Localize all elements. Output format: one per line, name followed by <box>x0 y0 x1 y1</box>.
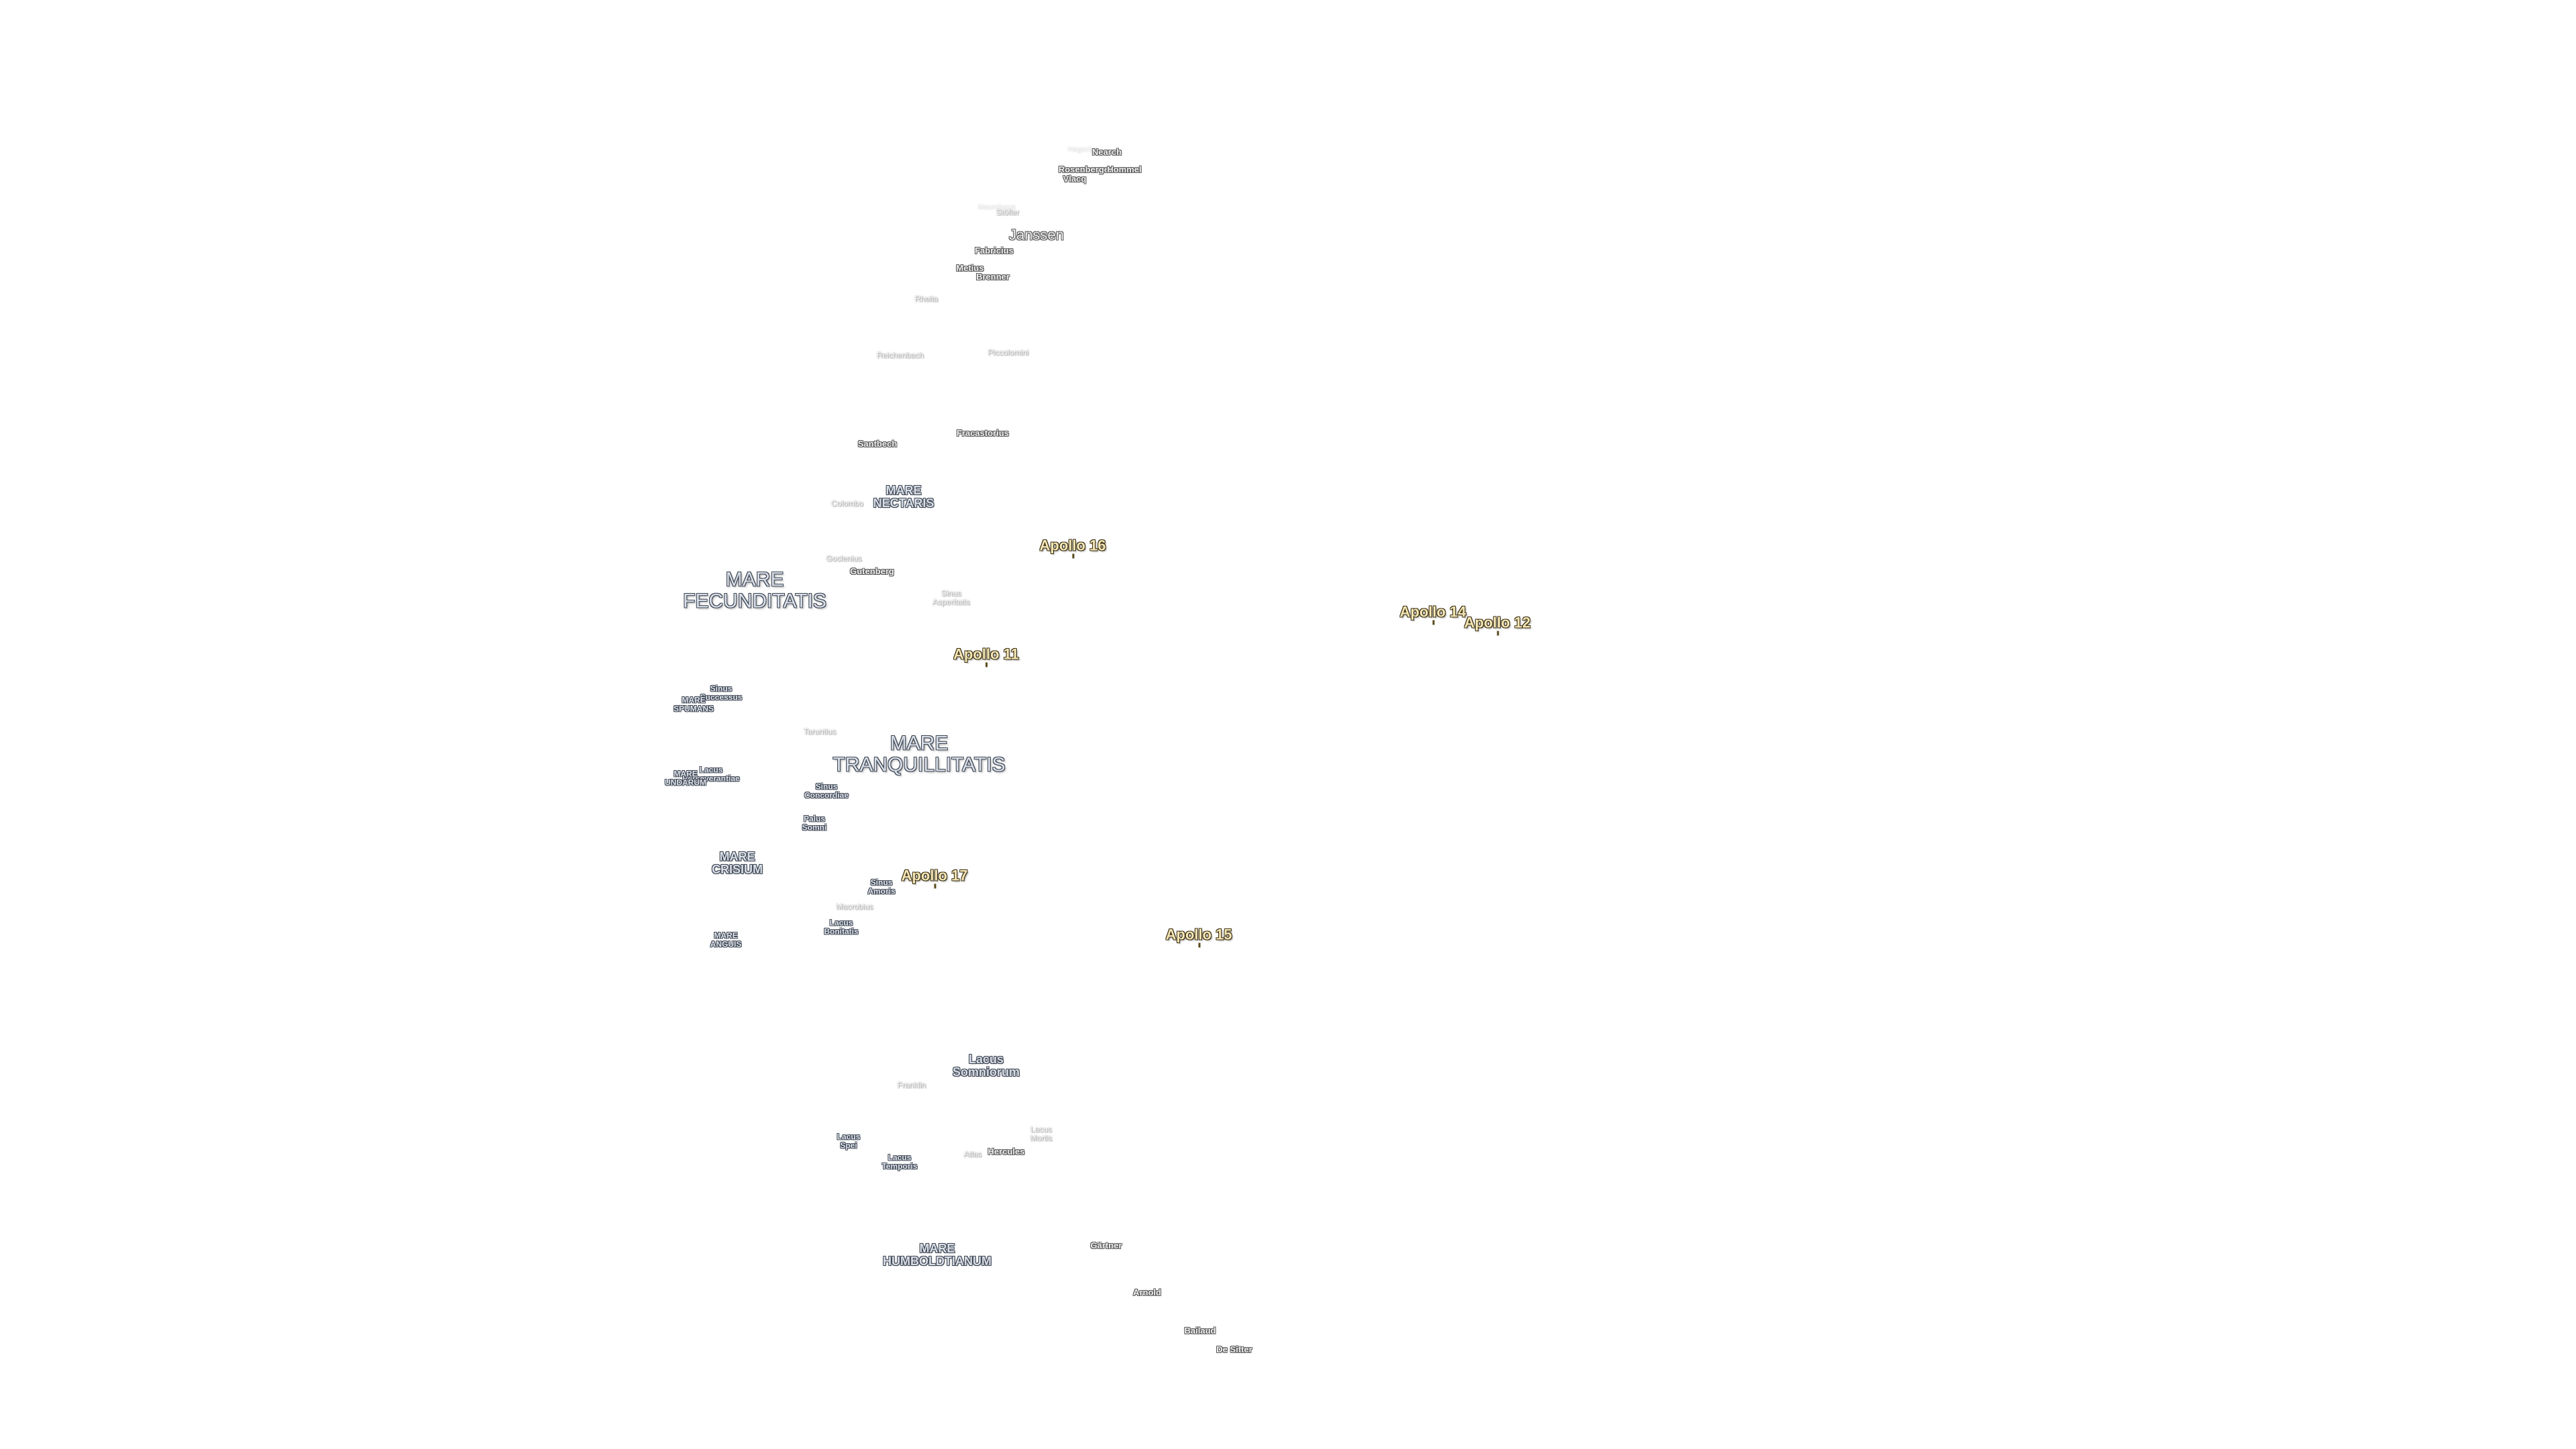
crater-label-rosenberger[interactable]: Rosenberger <box>1058 164 1113 175</box>
apollo-16-label: Apollo 16 <box>1039 537 1106 554</box>
crater-label-santbech[interactable]: Santbech <box>857 439 898 449</box>
crater-label-janssen[interactable]: Janssen <box>1009 226 1064 244</box>
landing-site-pin-icon <box>933 883 936 889</box>
crater-label-fracastorius[interactable]: Fracastorius <box>956 428 1010 439</box>
apollo-16-marker[interactable]: Apollo 16 <box>1039 537 1106 559</box>
apollo-15-marker[interactable]: Apollo 15 <box>1165 926 1232 948</box>
mare-label-nectaris[interactable]: MARE NECTARIS <box>873 484 934 510</box>
apollo-17-marker[interactable]: Apollo 17 <box>901 867 968 889</box>
mare-label-humboldtianum[interactable]: MARE HUMBOLDTIANUM <box>883 1242 991 1268</box>
apollo-11-label: Apollo 11 <box>953 645 1019 663</box>
sinus-label-amoris[interactable]: Sinus Amoris <box>867 877 896 896</box>
mare-label-undarum[interactable]: MARE UNDARUM <box>665 769 706 787</box>
crater-label-stofler[interactable]: Stöfler <box>996 207 1020 217</box>
crater-label-brenner[interactable]: Brenner <box>976 272 1010 282</box>
landing-site-pin-icon <box>1071 553 1074 559</box>
crater-label-arnold[interactable]: Arnold <box>1133 1287 1161 1298</box>
crater-label-de-sitter[interactable]: De Sitter <box>1216 1344 1252 1355</box>
crater-label-gutenberg[interactable]: Gutenberg <box>850 566 894 577</box>
landing-site-pin-icon <box>1432 620 1434 625</box>
apollo-17-label: Apollo 17 <box>901 867 968 884</box>
crater-label-taruntius[interactable]: Taruntius <box>803 727 837 737</box>
sinus-label-concordiae[interactable]: Sinus Concordiae <box>804 782 849 800</box>
mare-label-anguis[interactable]: MARE ANGUIS <box>710 930 742 949</box>
lacus-label-bonitatis[interactable]: Lacus Bonitatis <box>824 918 859 936</box>
landing-site-pin-icon <box>1496 631 1499 636</box>
sinus-label-successus[interactable]: Sinus Successus <box>700 684 743 702</box>
crater-label-vlacq[interactable]: Vlacq <box>1063 174 1087 184</box>
crater-label-atlas[interactable]: Atlas <box>963 1149 982 1159</box>
apollo-14-marker[interactable]: Apollo 14 <box>1399 603 1466 625</box>
lacus-label-temporis[interactable]: Lacus Temporis <box>881 1152 918 1171</box>
crater-label-franklin[interactable]: Franklin <box>897 1080 926 1090</box>
crater-label-hercules[interactable]: Hercules <box>987 1146 1025 1157</box>
lacus-label-spei[interactable]: Lacus Spei <box>837 1132 861 1150</box>
landing-site-pin-icon <box>1197 943 1200 948</box>
lacus-label-somniorum[interactable]: Lacus Somniorum <box>952 1053 1020 1079</box>
crater-label-reichenbach[interactable]: Reichenbach <box>876 350 924 360</box>
crater-label-hagecius[interactable]: Hagecius <box>1068 146 1099 154</box>
crater-label-maurolycus[interactable]: Maurolycus <box>977 203 1016 212</box>
mare-label-crisium[interactable]: MARE CRISIUM <box>712 850 763 876</box>
lacus-label-perseverantiae[interactable]: Lacus Perseverantiae <box>682 765 740 783</box>
crater-label-colombo[interactable]: Colombo <box>830 498 864 508</box>
crater-label-metius[interactable]: Metius <box>956 263 984 274</box>
crater-label-fabricius[interactable]: Fabricius <box>975 246 1014 256</box>
crater-label-bailaud[interactable]: Bailaud <box>1184 1326 1216 1336</box>
palus-label-somni[interactable]: Palus Somni <box>802 814 827 832</box>
apollo-11-marker[interactable]: Apollo 11 <box>953 645 1019 667</box>
mare-label-tranquillitatis[interactable]: MARE TRANQUILLITATIS <box>833 732 1006 775</box>
mare-label-spumans[interactable]: MARE SPUMANS <box>673 695 714 713</box>
crater-label-nearch[interactable]: Nearch <box>1091 147 1122 158</box>
apollo-12-marker[interactable]: Apollo 12 <box>1464 614 1531 636</box>
landing-site-pin-icon <box>985 662 987 667</box>
apollo-15-label: Apollo 15 <box>1165 926 1232 943</box>
crater-label-goclenius[interactable]: Goclenius <box>826 553 862 564</box>
apollo-14-label: Apollo 14 <box>1399 603 1466 621</box>
lacus-label-mortis[interactable]: Lacus Mortis <box>1030 1124 1053 1142</box>
crater-label-hommel[interactable]: Hommel <box>1107 164 1142 175</box>
crater-label-gartner[interactable]: Gärtner <box>1090 1240 1122 1251</box>
crater-label-rheita[interactable]: Rheita <box>914 294 938 304</box>
apollo-12-label: Apollo 12 <box>1464 614 1531 631</box>
mare-label-fecunditatis[interactable]: MARE FECUNDITATIS <box>683 568 826 612</box>
crater-label-piccolomini[interactable]: Piccolomini <box>987 347 1029 358</box>
crater-label-macrobius[interactable]: Macrobius <box>836 902 873 912</box>
sinus-label-asperitatis[interactable]: Sinus Asperitatis <box>932 588 971 606</box>
